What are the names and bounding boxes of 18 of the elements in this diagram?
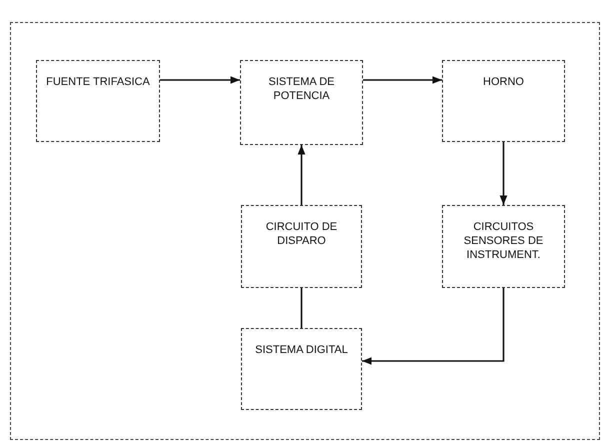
arrow — [362, 288, 504, 365]
box-label: CIRCUITO DE DISPARO — [264, 220, 338, 249]
arrow — [500, 142, 508, 205]
process-box — [442, 60, 565, 142]
arrow — [160, 76, 240, 84]
arrow — [363, 76, 442, 84]
box-label: SISTEMA DIGITAL — [255, 343, 348, 358]
box-label: HORNO — [483, 75, 524, 90]
process-box — [240, 60, 363, 145]
process-box — [241, 205, 362, 288]
process-box — [36, 60, 160, 142]
arrow — [298, 145, 306, 205]
box-label: FUENTE TRIFASICA — [46, 75, 150, 90]
process-box — [241, 328, 362, 410]
process-box — [442, 205, 565, 288]
box-label: SISTEMA DE POTENCIA — [267, 75, 336, 104]
connector-line — [300, 288, 302, 328]
box-label: CIRCUITOS SENSORES DE INSTRUMENT. — [462, 220, 544, 263]
